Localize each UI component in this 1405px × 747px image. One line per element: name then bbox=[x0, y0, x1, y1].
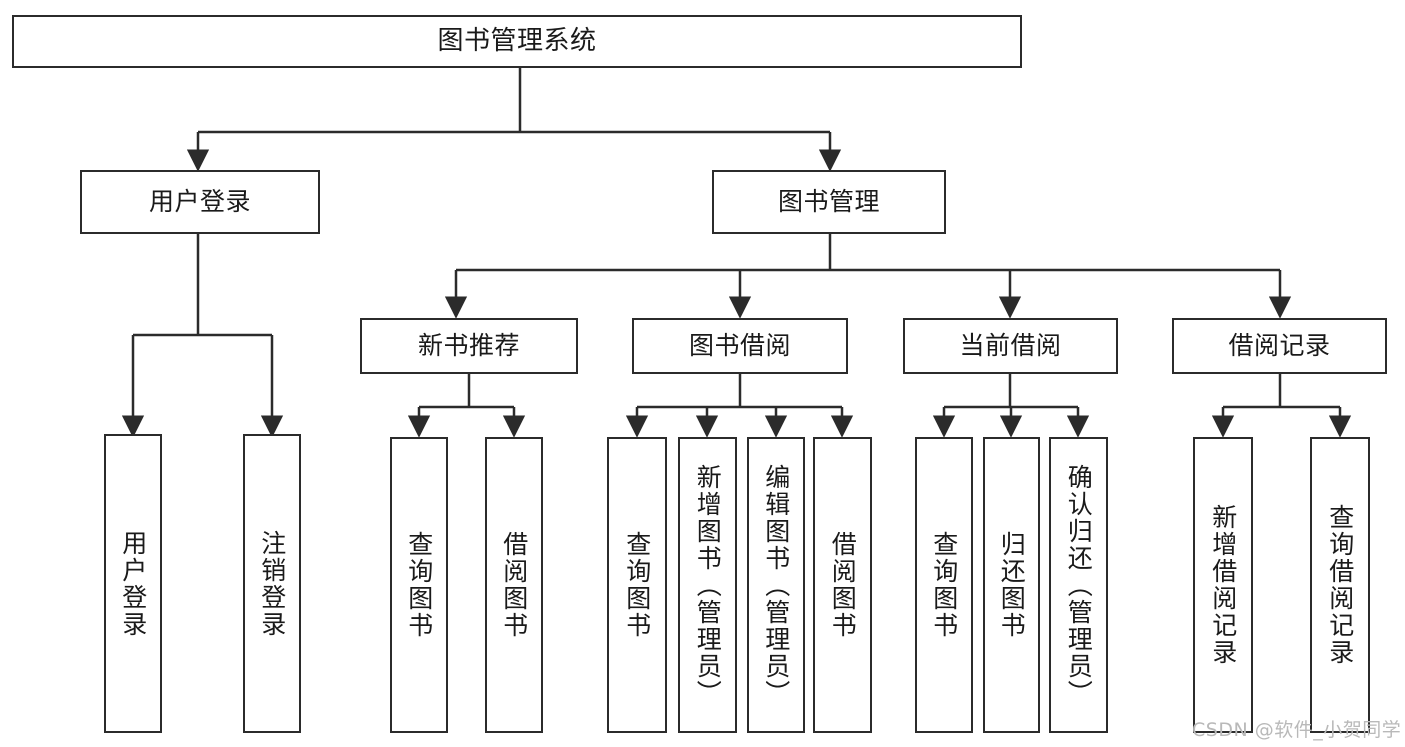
node-user-login[interactable]: 用户登录 bbox=[80, 170, 320, 234]
node-label: 查询图书 bbox=[622, 531, 652, 639]
node-label: 编辑图书（管理员） bbox=[761, 463, 791, 707]
node-book-borrow[interactable]: 图书借阅 bbox=[632, 318, 848, 374]
node-leaf-user-login[interactable]: 用户登录 bbox=[104, 434, 162, 733]
node-leaf-logout[interactable]: 注销登录 bbox=[243, 434, 301, 733]
node-leaf-query-book-2[interactable]: 查询图书 bbox=[607, 437, 667, 733]
node-label: 借阅图书 bbox=[828, 531, 858, 639]
node-leaf-borrow-book-1[interactable]: 借阅图书 bbox=[485, 437, 543, 733]
node-leaf-add-book[interactable]: 新增图书（管理员） bbox=[678, 437, 737, 733]
node-root-system[interactable]: 图书管理系统 bbox=[12, 15, 1022, 68]
node-leaf-query-book-3[interactable]: 查询图书 bbox=[915, 437, 973, 733]
node-label: 查询借阅记录 bbox=[1325, 504, 1355, 666]
node-label: 确认归还（管理员） bbox=[1064, 463, 1094, 707]
node-leaf-query-record[interactable]: 查询借阅记录 bbox=[1310, 437, 1370, 733]
node-leaf-edit-book[interactable]: 编辑图书（管理员） bbox=[747, 437, 805, 733]
node-label: 图书管理系统 bbox=[437, 26, 597, 57]
node-leaf-confirm-return[interactable]: 确认归还（管理员） bbox=[1049, 437, 1108, 733]
node-label: 查询图书 bbox=[404, 531, 434, 639]
node-book-manage[interactable]: 图书管理 bbox=[712, 170, 946, 234]
node-label: 用户登录 bbox=[118, 529, 148, 638]
node-current-borrow[interactable]: 当前借阅 bbox=[903, 318, 1118, 374]
node-label: 注销登录 bbox=[257, 529, 287, 638]
node-label: 图书管理 bbox=[777, 187, 880, 217]
node-leaf-query-book-1[interactable]: 查询图书 bbox=[390, 437, 448, 733]
csdn-watermark: CSDN @软件_小贺同学 bbox=[1192, 719, 1402, 741]
node-label: 归还图书 bbox=[997, 531, 1027, 639]
node-new-book-recommend[interactable]: 新书推荐 bbox=[360, 318, 578, 374]
node-label: 用户登录 bbox=[148, 187, 251, 217]
node-label: 借阅记录 bbox=[1228, 331, 1331, 361]
node-leaf-borrow-book-2[interactable]: 借阅图书 bbox=[813, 437, 872, 733]
node-label: 新书推荐 bbox=[417, 331, 520, 361]
node-leaf-return-book[interactable]: 归还图书 bbox=[983, 437, 1040, 733]
node-label: 查询图书 bbox=[929, 531, 959, 639]
node-label: 新增图书（管理员） bbox=[693, 463, 723, 707]
node-label: 借阅图书 bbox=[499, 531, 529, 639]
node-borrow-record[interactable]: 借阅记录 bbox=[1172, 318, 1387, 374]
node-label: 当前借阅 bbox=[959, 331, 1062, 361]
node-label: 图书借阅 bbox=[688, 331, 791, 361]
node-label: 新增借阅记录 bbox=[1208, 504, 1238, 666]
node-leaf-add-record[interactable]: 新增借阅记录 bbox=[1193, 437, 1253, 733]
